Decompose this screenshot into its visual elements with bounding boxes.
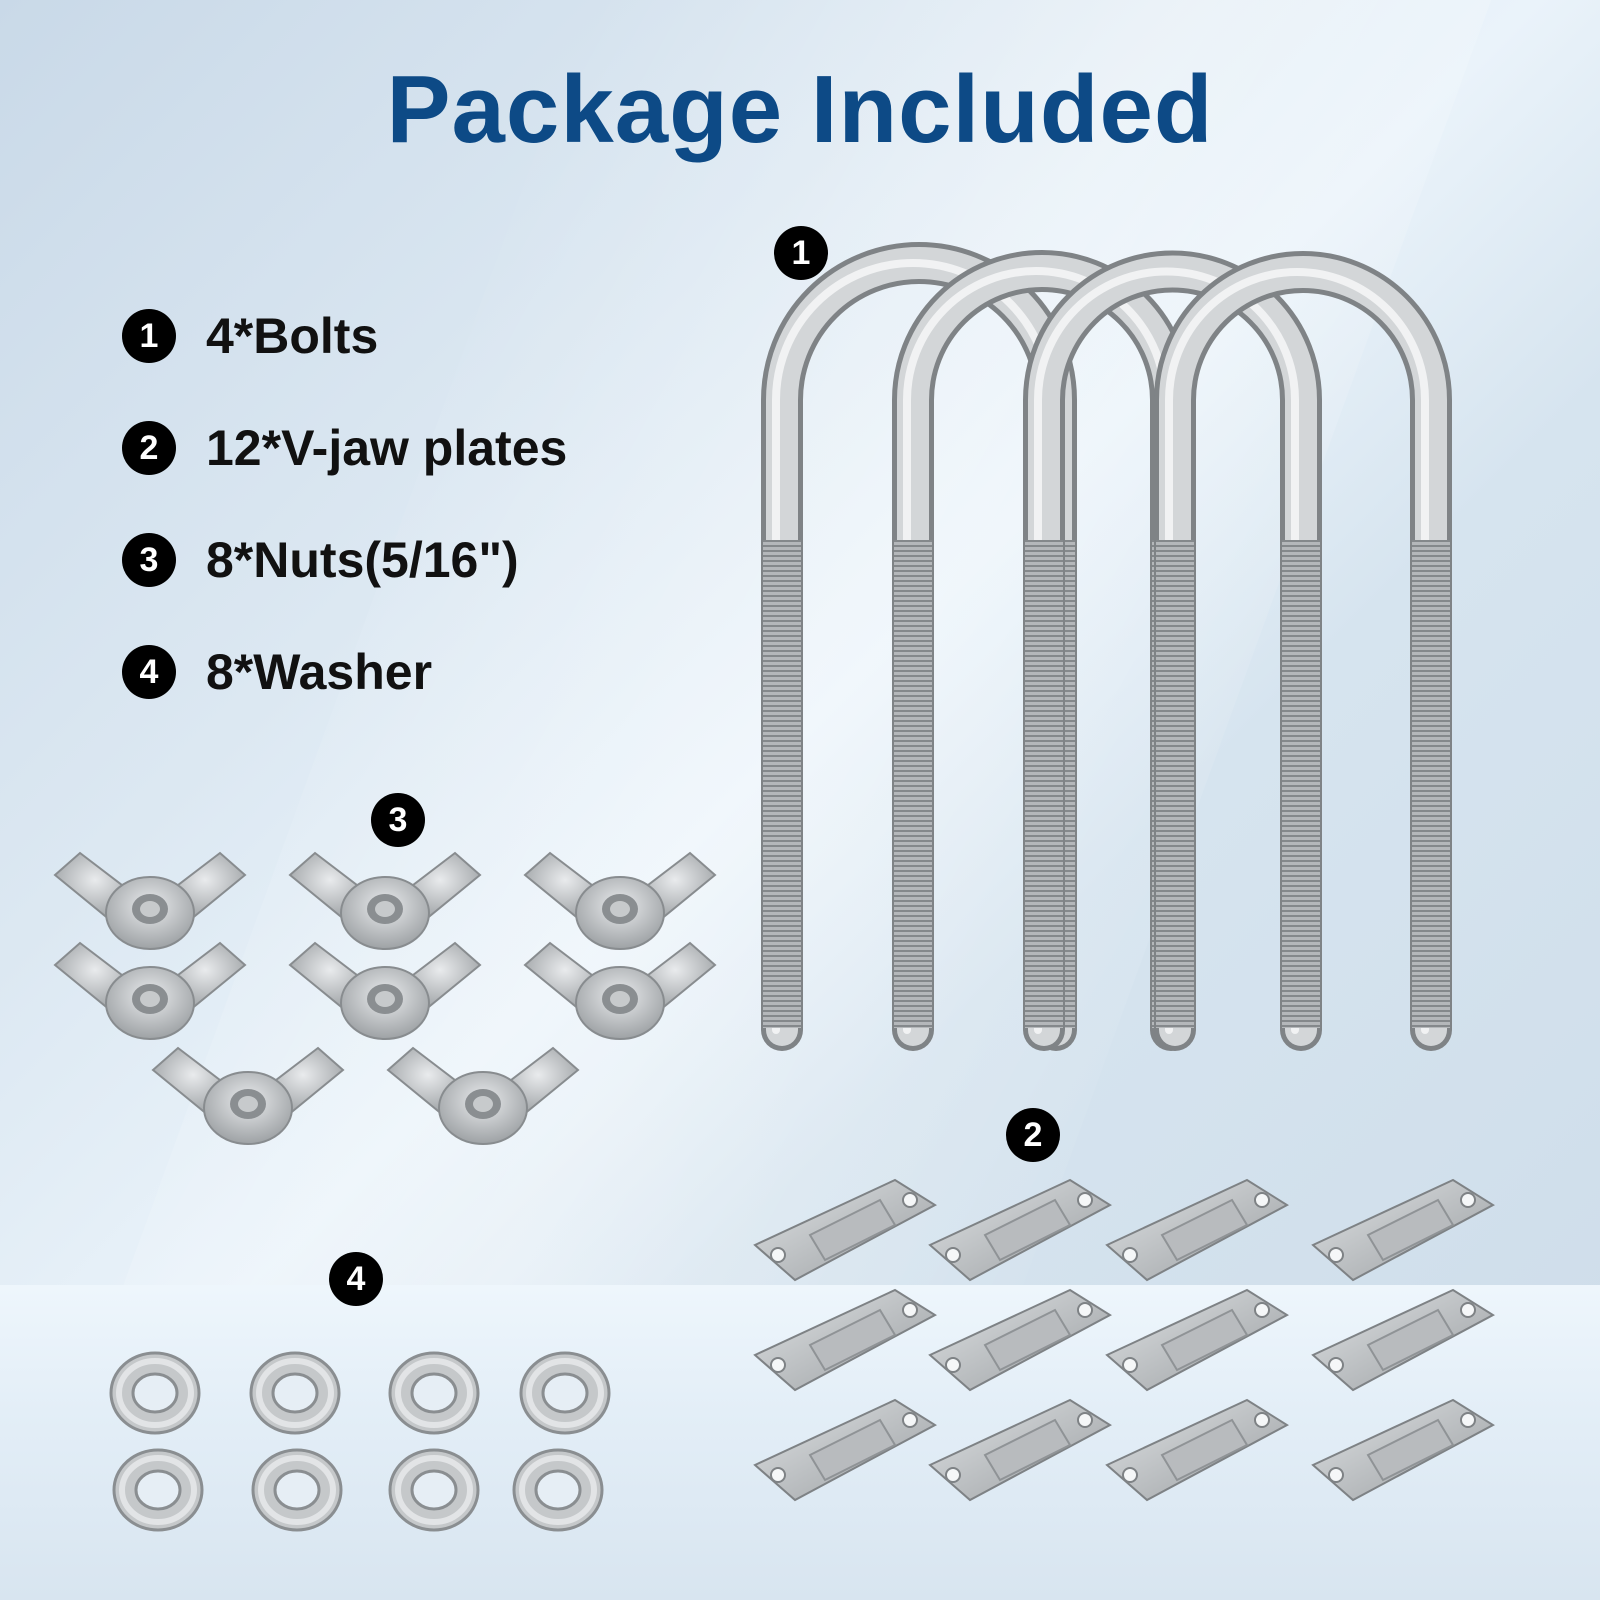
v-jaw-plate: [1105, 1398, 1289, 1502]
v-jaw-plate: [928, 1398, 1112, 1502]
wing-nut: [288, 941, 482, 1040]
legend-item-bolts: 1 4*Bolts: [122, 280, 567, 392]
washer: [251, 1448, 343, 1532]
u-bolt: [1023, 250, 1322, 1051]
legend-list: 1 4*Bolts 2 12*V-jaw plates 3 8*Nuts(5/1…: [122, 280, 567, 728]
number-badge: 4: [122, 645, 176, 699]
legend-item-nuts: 3 8*Nuts(5/16"): [122, 504, 567, 616]
callout-washers: 4: [329, 1252, 383, 1306]
number-badge: 1: [122, 309, 176, 363]
wing-nut: [288, 851, 482, 950]
v-jaw-plate: [753, 1178, 937, 1282]
washer: [388, 1448, 480, 1532]
callout-bolts: 1: [774, 226, 828, 280]
thread-section: [1282, 540, 1320, 1028]
wing-nut: [53, 851, 247, 950]
legend-label: 4*Bolts: [206, 308, 379, 364]
legend-label: 12*V-jaw plates: [206, 420, 568, 476]
v-jaw-plate: [928, 1178, 1112, 1282]
number-badge: 3: [122, 533, 176, 587]
wing-nut: [523, 851, 717, 950]
v-jaw-plate: [1105, 1288, 1289, 1392]
page-title: Package Included: [386, 56, 1214, 163]
wing-nut: [523, 941, 717, 1040]
thread-section: [1156, 540, 1194, 1028]
washer: [109, 1351, 201, 1435]
washer: [112, 1448, 204, 1532]
u-bolt: [1154, 251, 1452, 1051]
washer: [519, 1351, 611, 1435]
number-badge: 2: [122, 421, 176, 475]
v-jaw-plate: [1311, 1288, 1495, 1392]
washer: [512, 1448, 604, 1532]
u-bolts-group: [761, 242, 1452, 1051]
v-jaw-plate: [753, 1288, 937, 1392]
wing-nut: [151, 1046, 345, 1145]
v-jaw-plate: [928, 1288, 1112, 1392]
legend-label: 8*Nuts(5/16"): [206, 532, 519, 588]
legend-item-plates: 2 12*V-jaw plates: [122, 392, 567, 504]
thread-section: [763, 540, 801, 1028]
thread-section: [1412, 540, 1450, 1028]
v-jaw-plate: [1311, 1398, 1495, 1502]
washer: [249, 1351, 341, 1435]
callout-plates: 2: [1006, 1108, 1060, 1162]
washer: [388, 1351, 480, 1435]
thread-section: [894, 540, 932, 1028]
v-jaw-plate: [753, 1398, 937, 1502]
thread-section: [1025, 540, 1063, 1028]
v-jaw-plates-group: [753, 1178, 1495, 1502]
legend-label: 8*Washer: [206, 644, 433, 700]
v-jaw-plate: [1105, 1178, 1289, 1282]
wing-nut: [53, 941, 247, 1040]
wing-nuts-group: [53, 851, 717, 1145]
v-jaw-plate: [1311, 1178, 1495, 1282]
washers-group: [109, 1351, 611, 1532]
callout-nuts: 3: [371, 793, 425, 847]
wing-nut: [386, 1046, 580, 1145]
legend-item-washers: 4 8*Washer: [122, 616, 567, 728]
